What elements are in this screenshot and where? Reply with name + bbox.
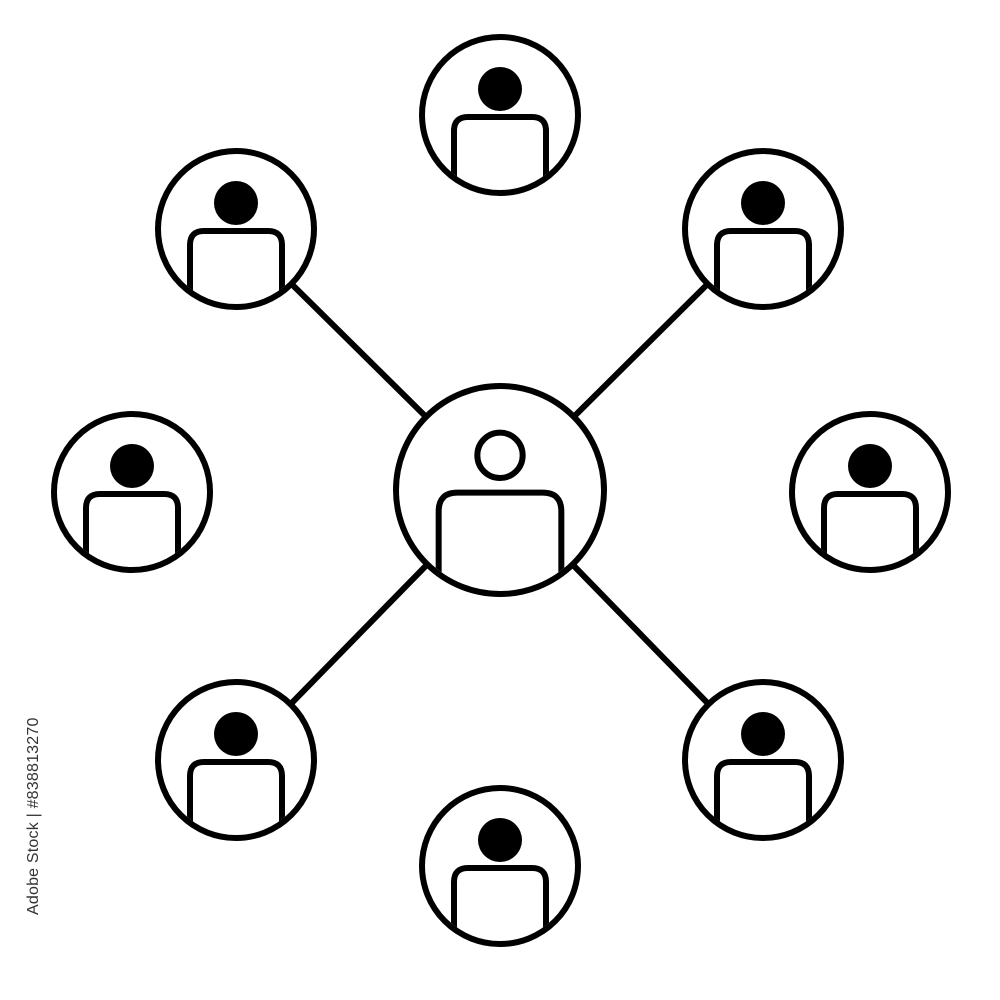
person-body: [821, 491, 919, 554]
node-upper-right: [682, 148, 844, 310]
person-filled-icon: [821, 444, 919, 554]
person-body: [714, 228, 812, 291]
person-head: [741, 712, 785, 756]
connector-line-lower-left: [287, 561, 431, 708]
person-body: [451, 865, 549, 928]
node-lower-right: [682, 679, 844, 841]
person-filled-icon: [714, 712, 812, 822]
person-filled-icon: [714, 181, 812, 291]
connector-line-upper-right: [570, 280, 711, 420]
connector-lines: [287, 280, 712, 708]
person-head: [478, 67, 522, 111]
person-body: [451, 114, 549, 177]
person-head: [848, 444, 892, 488]
person-filled-icon: [451, 67, 549, 177]
connector-line-lower-right: [569, 561, 712, 708]
person-filled-icon: [83, 444, 181, 554]
person-filled-icon: [187, 712, 285, 822]
node-left: [51, 411, 213, 573]
person-head: [478, 818, 522, 862]
connector-line-upper-left: [288, 280, 430, 420]
person-outline-icon: [435, 429, 565, 573]
person-head: [214, 712, 258, 756]
hub-node: [393, 383, 607, 597]
person-head: [741, 181, 785, 225]
node-right: [789, 411, 951, 573]
person-head: [214, 181, 258, 225]
person-head: [474, 429, 526, 482]
person-body: [435, 489, 565, 573]
node-lower-left: [155, 679, 317, 841]
stock-image-credit: Adobe Stock | #838813270: [25, 717, 42, 915]
person-body: [187, 759, 285, 822]
person-filled-icon: [187, 181, 285, 291]
person-body: [83, 491, 181, 554]
node-upper-left: [155, 148, 317, 310]
person-body: [187, 228, 285, 291]
person-filled-icon: [451, 818, 549, 928]
person-body: [714, 759, 812, 822]
node-bottom: [419, 785, 581, 947]
user-nodes: [51, 34, 951, 947]
person-head: [110, 444, 154, 488]
node-top: [419, 34, 581, 196]
